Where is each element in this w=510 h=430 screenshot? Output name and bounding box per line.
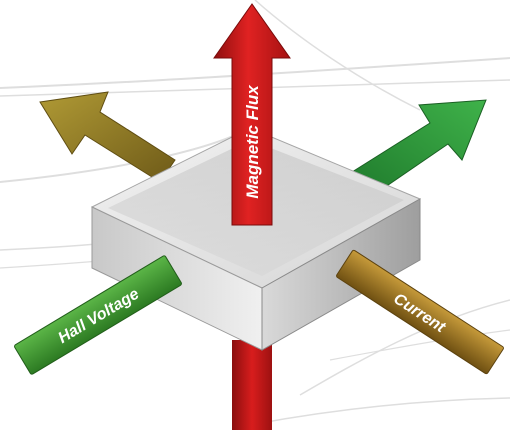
magnetic-flux-arrow: Magnetic Flux <box>213 3 291 226</box>
magnetic-flux-label: Magnetic Flux <box>243 84 262 199</box>
hall-voltage-arrow: Hall Voltage <box>14 255 182 375</box>
magnetic-flux-arrow-shaft-lower <box>232 340 272 430</box>
current-arrow: Current <box>336 249 504 375</box>
